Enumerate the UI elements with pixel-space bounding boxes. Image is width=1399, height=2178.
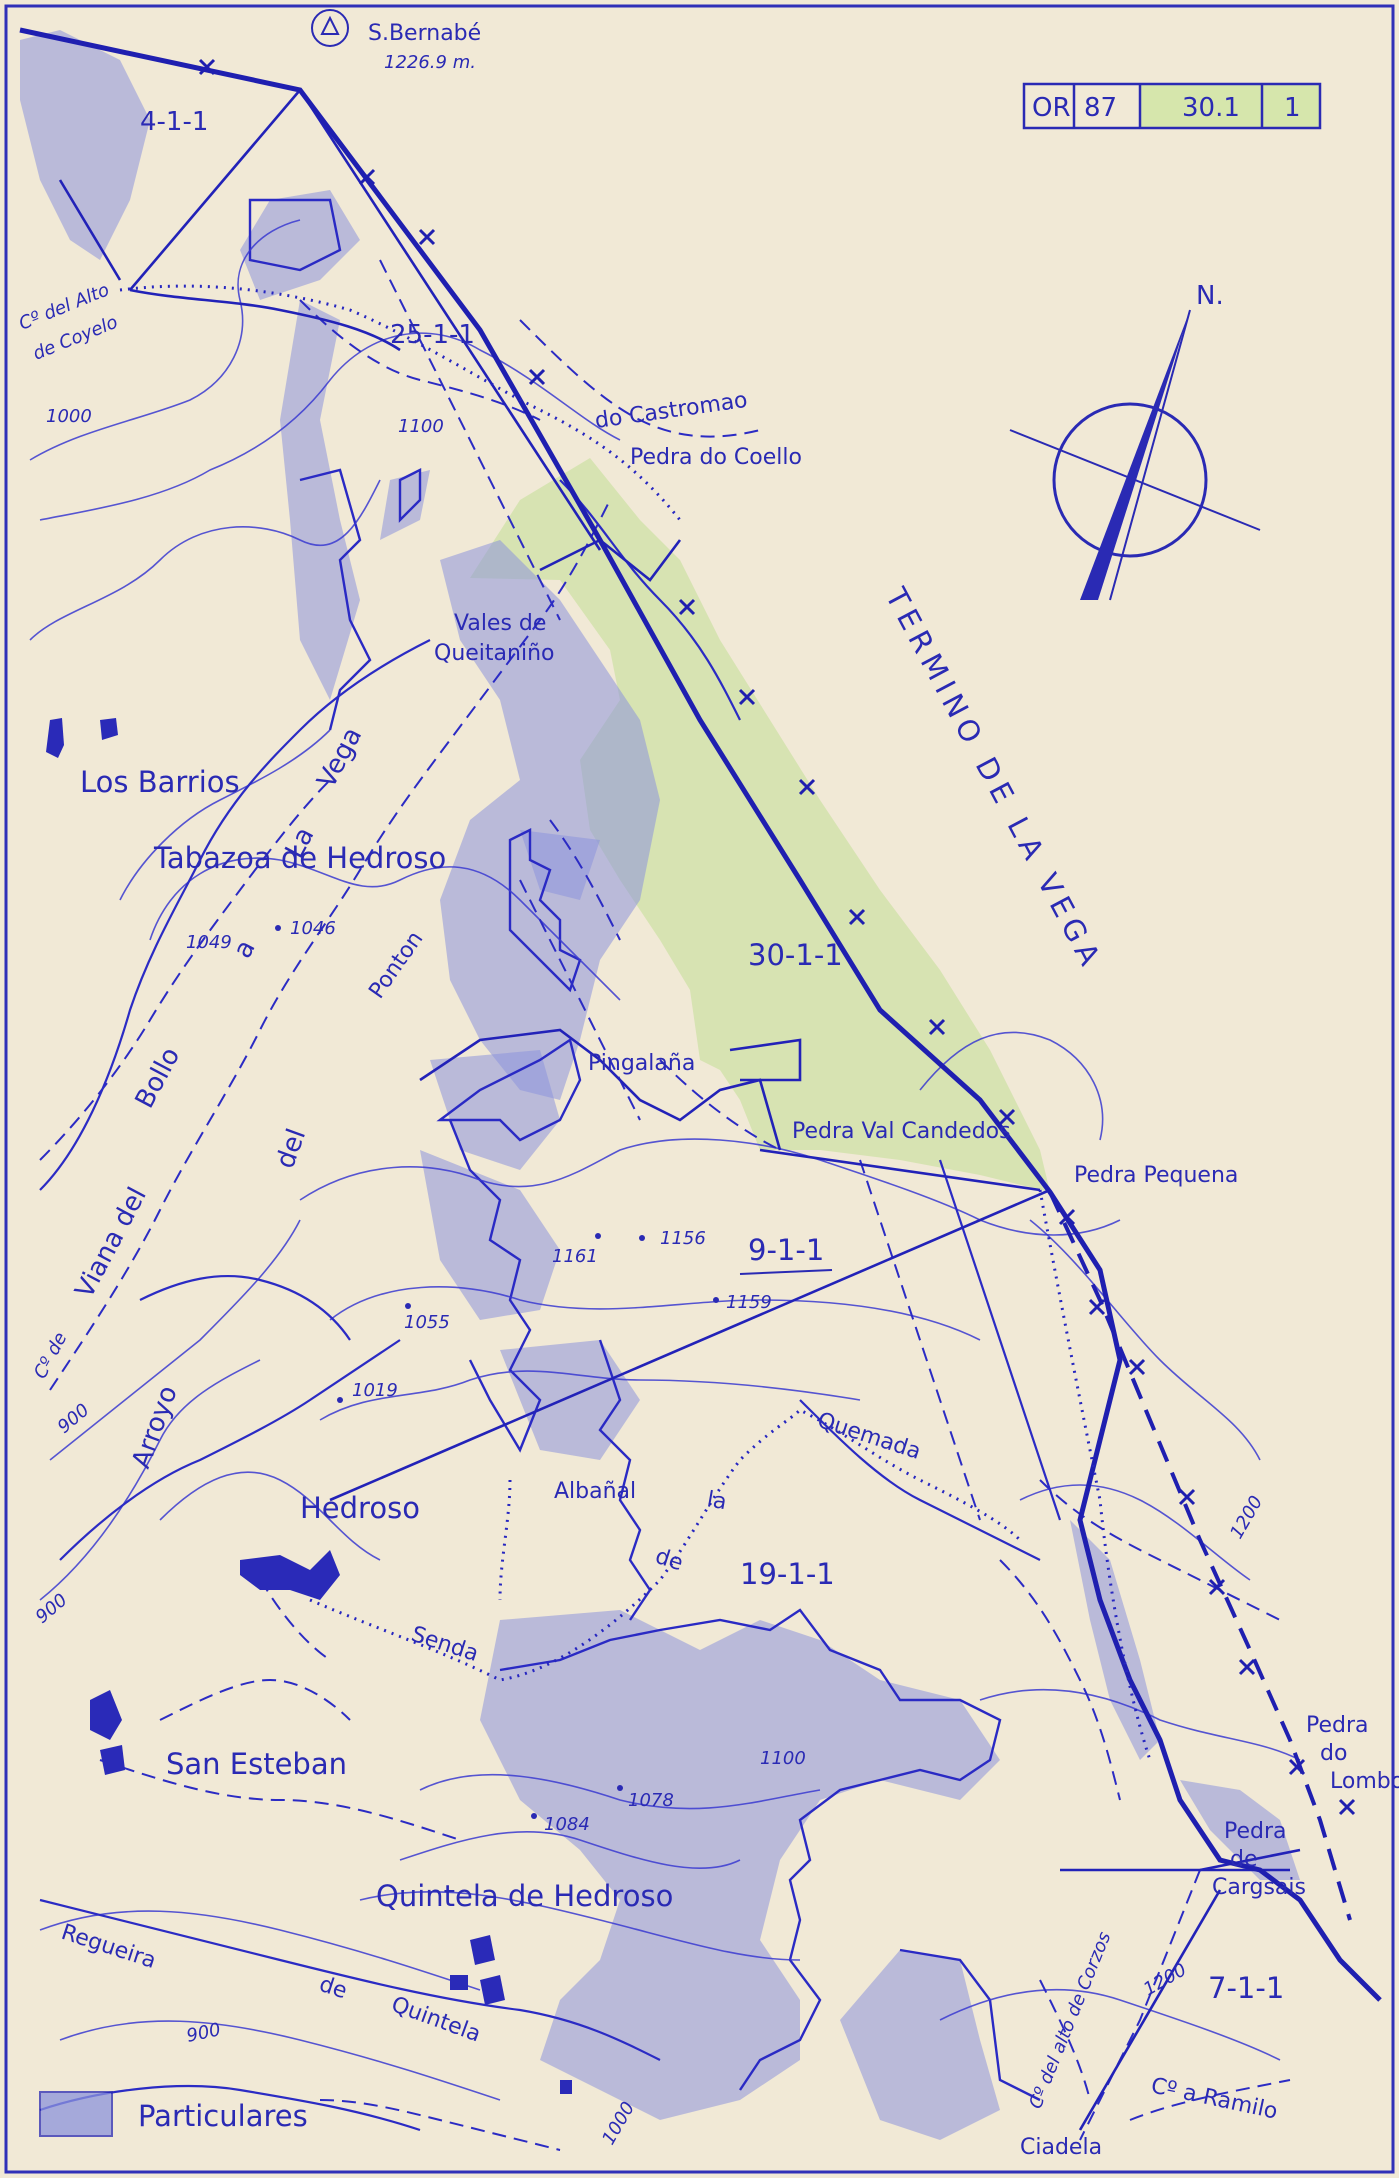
boundary-crosses	[198, 58, 1356, 1816]
elev-1156: 1156	[660, 1228, 706, 1249]
reference-box: OR 87 30.1 1	[1022, 82, 1322, 130]
legend: Particulares	[39, 2091, 308, 2137]
elev-1200a: 1200	[1226, 1492, 1267, 1542]
map-frame	[4, 4, 1395, 2174]
path-quemada-4: Senda	[408, 1622, 481, 1667]
place-hedroso: Hedroso	[300, 1491, 420, 1525]
elev-1019: 1019	[352, 1380, 398, 1401]
ref-cell-3: 30.1	[1182, 93, 1240, 123]
place-los-barrios: Los Barrios	[80, 765, 240, 799]
place-ciadela: Ciadela	[1020, 2135, 1102, 2160]
parcel-boundaries	[58, 89, 1301, 2131]
place-pedra-cargas-2: de	[1230, 1847, 1258, 1872]
place-albanal: Albañal	[554, 1479, 636, 1504]
stream-arroyo-1: Arroyo	[126, 1382, 183, 1472]
stream-arroyo-2: del	[270, 1125, 312, 1173]
road-bollo-1: Bollo	[130, 1043, 187, 1114]
elev-1049: 1049	[186, 932, 232, 953]
elev-1200b: 1200	[1140, 1959, 1190, 2000]
contour-lines	[29, 219, 1301, 2101]
summit-marker	[311, 9, 349, 47]
place-pedra-coello: Pedra do Coello	[630, 445, 802, 470]
place-pedra-lombo-3: Lombo	[1330, 1769, 1399, 1794]
elev-1161: 1161	[552, 1246, 598, 1267]
private-boundaries	[248, 198, 1041, 2102]
place-quintela: Quintela de Hedroso	[376, 1879, 673, 1913]
summit-name: S.Bernabé	[368, 21, 481, 46]
elev-1046: 1046	[290, 918, 336, 939]
road-corzos: Cº del alto de Corzos	[1025, 1929, 1115, 2112]
elev-1055: 1055	[404, 1312, 450, 1333]
place-pedra-lombo-2: do	[1320, 1741, 1347, 1766]
legend-swatch	[39, 2091, 113, 2137]
place-san-esteban: San Esteban	[166, 1747, 347, 1781]
place-pedra-lombo-1: Pedra	[1306, 1713, 1369, 1738]
place-pedra-val-candedos: Pedra Val Candedos	[792, 1119, 1011, 1144]
road-viana-1: Cº de	[30, 1329, 72, 1382]
north-label: N.	[1196, 281, 1224, 311]
place-vales-2: Queitaniño	[434, 641, 554, 666]
elev-900a: 900	[54, 1400, 94, 1438]
parcel-label-25-1-1: 25-1-1	[390, 320, 475, 350]
dotted-paths	[119, 284, 1152, 1761]
termino-label: TERMINO DE LA VEGA	[878, 581, 1109, 976]
elev-1159: 1159	[726, 1292, 772, 1313]
villages	[46, 718, 572, 2094]
place-pedra-pequena: Pedra Pequena	[1074, 1163, 1238, 1188]
parcel-30-1-1-area	[470, 458, 1050, 1192]
place-castromao: do Castromao	[593, 388, 749, 434]
municipal-boundary	[19, 27, 1382, 2002]
place-pedra-cargas-1: Pedra	[1224, 1819, 1287, 1844]
place-pingalana: Pingalaña	[588, 1051, 695, 1076]
compass-rose	[1009, 309, 1261, 601]
private-areas	[20, 30, 1300, 2140]
road-ramilo: Cº a Ramilo	[1149, 2073, 1280, 2124]
stream-arroyo-3: Ponton	[364, 927, 428, 1004]
parcel-label-7-1-1: 7-1-1	[1208, 1971, 1284, 2005]
elev-1100a: 1100	[398, 416, 444, 437]
parcel-label-19-1-1: 19-1-1	[740, 1557, 835, 1591]
place-pedra-cargas-3: Cargsais	[1212, 1875, 1306, 1900]
stream-regueira-3: Quintela	[388, 1992, 484, 2047]
ref-cell-4: 1	[1284, 93, 1301, 123]
ref-cell-2: 87	[1084, 93, 1117, 123]
place-tabazoa: Tabazoa de Hedroso	[153, 841, 446, 875]
elev-1100b: 1100	[760, 1748, 806, 1769]
path-quemada-3: de	[652, 1544, 686, 1576]
road-viana-2: Viana del	[70, 1183, 153, 1304]
path-quemada-2: la	[705, 1487, 729, 1515]
stream-regueira-1: Regueira	[58, 1920, 159, 1974]
road-bollo-4: Vega	[312, 723, 369, 794]
elev-1078: 1078	[628, 1790, 674, 1811]
legend-label: Particulares	[138, 2099, 308, 2133]
elev-1000b: 1000	[598, 2098, 639, 2148]
parcel-label-9-1-1: 9-1-1	[748, 1233, 824, 1267]
elev-1000a: 1000	[46, 406, 92, 427]
elev-900b: 900	[32, 1590, 72, 1628]
elev-900c: 900	[185, 2019, 223, 2047]
road-bollo-2: a	[228, 935, 262, 963]
ref-cell-1: OR	[1032, 93, 1071, 123]
parcel-label-4-1-1: 4-1-1	[140, 107, 208, 137]
place-vales-1: Vales de	[454, 611, 546, 636]
path-quemada-1: Quemada	[814, 1408, 924, 1465]
parcel-label-30-1-1: 30-1-1	[748, 938, 843, 972]
summit-elevation: 1226.9 m.	[384, 52, 476, 73]
elev-1084: 1084	[544, 1814, 590, 1835]
